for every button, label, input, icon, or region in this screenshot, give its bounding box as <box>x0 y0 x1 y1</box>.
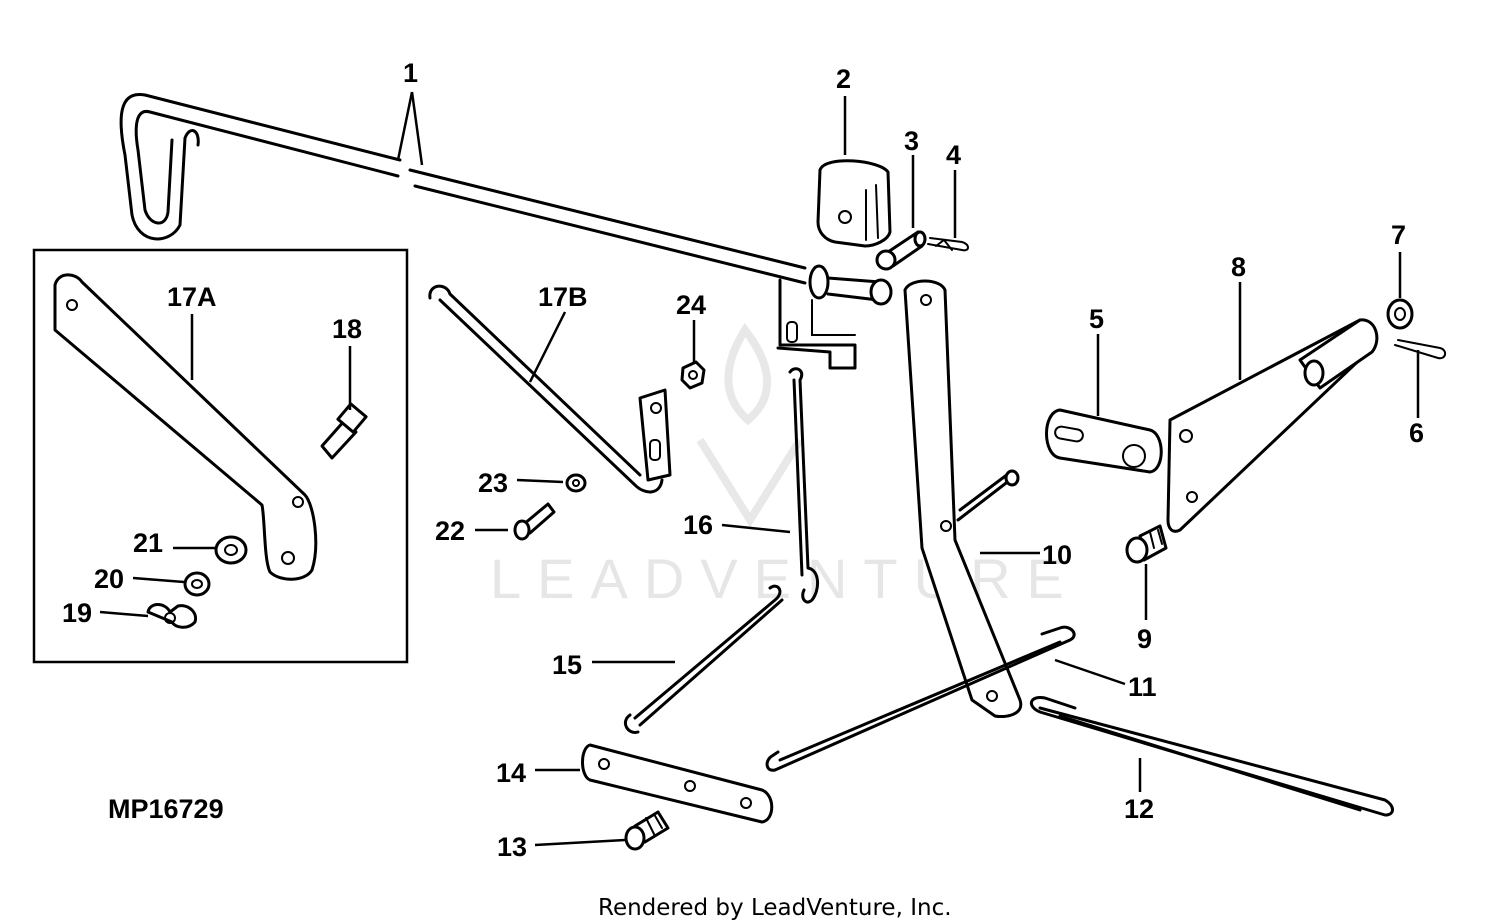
part-17b-rod-bracket <box>428 284 672 494</box>
callout-12: 12 <box>1124 794 1154 824</box>
part-6-cotter-pin <box>1394 339 1446 360</box>
part-20-washer <box>183 571 211 597</box>
callout-8: 8 <box>1231 252 1246 282</box>
part-8-bracket <box>1166 318 1379 533</box>
leader-lines <box>99 91 1420 847</box>
part-9-bolt <box>1125 524 1168 564</box>
callout-18: 18 <box>332 314 362 344</box>
part-14-link <box>581 743 774 824</box>
callout-1: 1 <box>403 58 418 88</box>
callout-15: 15 <box>552 650 582 680</box>
part-7-washer <box>1386 298 1414 330</box>
part-4-cotter-pin <box>927 237 969 252</box>
callout-11: 11 <box>1128 672 1157 702</box>
inset-box <box>32 248 409 664</box>
callout-5: 5 <box>1089 304 1104 334</box>
watermark-logo <box>696 323 804 528</box>
part-24-nut <box>680 360 706 390</box>
part-1-lift-rod <box>119 93 893 370</box>
callout-6: 6 <box>1409 418 1424 448</box>
part-3-pin <box>875 230 927 271</box>
callout-23: 23 <box>478 468 508 498</box>
part-2-block <box>816 159 892 248</box>
part-22-bolt <box>513 502 556 541</box>
callout-14: 14 <box>496 758 526 788</box>
callout-20: 20 <box>94 564 124 594</box>
callout-13: 13 <box>497 832 527 862</box>
callout-24: 24 <box>676 290 706 320</box>
callout-10: 10 <box>1042 540 1072 570</box>
footer-credit: Rendered by LeadVenture, Inc. <box>598 895 952 921</box>
callout-16: 16 <box>683 510 713 540</box>
callout-19: 19 <box>62 598 92 628</box>
watermark: LEADVENTURE <box>490 547 1080 610</box>
part-17a-arm <box>53 273 318 581</box>
callout-9: 9 <box>1137 624 1152 654</box>
callout-3: 3 <box>904 126 919 156</box>
part-13-bolt <box>624 810 670 851</box>
part-11-rod <box>765 625 1076 772</box>
part-15-hook-rod <box>624 584 784 734</box>
part-16-hook <box>788 367 819 604</box>
callout-17b: 17B <box>538 282 588 312</box>
callout-21: 21 <box>133 528 163 558</box>
figure-id: MP16729 <box>108 794 224 824</box>
callout-17a: 17A <box>167 282 217 312</box>
part-10-arm <box>903 279 1023 719</box>
part-23-washer <box>565 473 587 493</box>
callouts: 1 2 3 4 5 6 7 8 9 10 11 12 13 14 15 16 1… <box>62 58 1424 862</box>
part-21-washer <box>214 535 248 565</box>
part-5-link-plate <box>1045 408 1163 474</box>
callout-7: 7 <box>1391 220 1406 250</box>
part-18-bolt <box>320 402 368 460</box>
callout-4: 4 <box>946 140 961 170</box>
callout-22: 22 <box>435 516 465 546</box>
part-12-rod <box>1029 696 1394 817</box>
part-19-wing-nut <box>146 603 198 629</box>
callout-2: 2 <box>836 64 851 94</box>
